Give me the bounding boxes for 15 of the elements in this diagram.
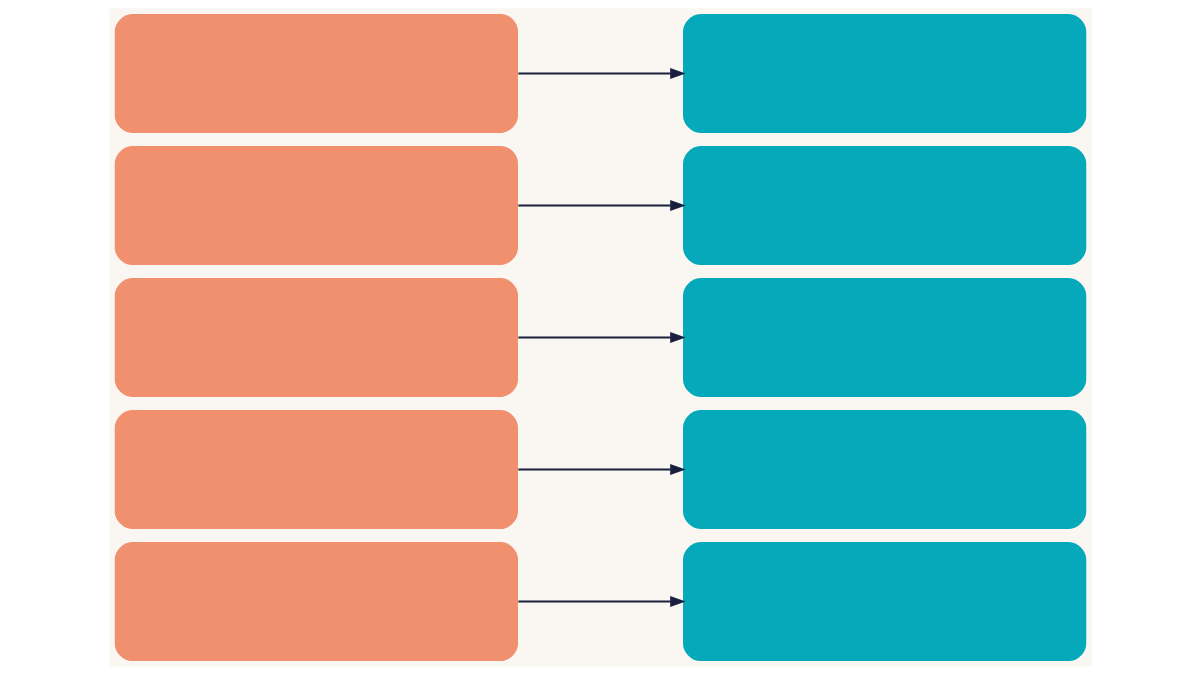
node-box <box>682 277 1086 398</box>
node-box <box>114 13 518 133</box>
node-box <box>114 277 518 398</box>
arrow <box>517 332 686 343</box>
node-box <box>682 145 1086 266</box>
node-box <box>682 13 1086 133</box>
arrow <box>517 68 686 79</box>
node-box <box>114 409 518 530</box>
node-box <box>114 542 518 662</box>
node-box <box>114 145 518 266</box>
arrow <box>517 200 686 211</box>
node-box <box>682 409 1086 530</box>
node-box <box>682 542 1086 662</box>
arrow <box>517 596 686 607</box>
arrow <box>517 464 686 475</box>
